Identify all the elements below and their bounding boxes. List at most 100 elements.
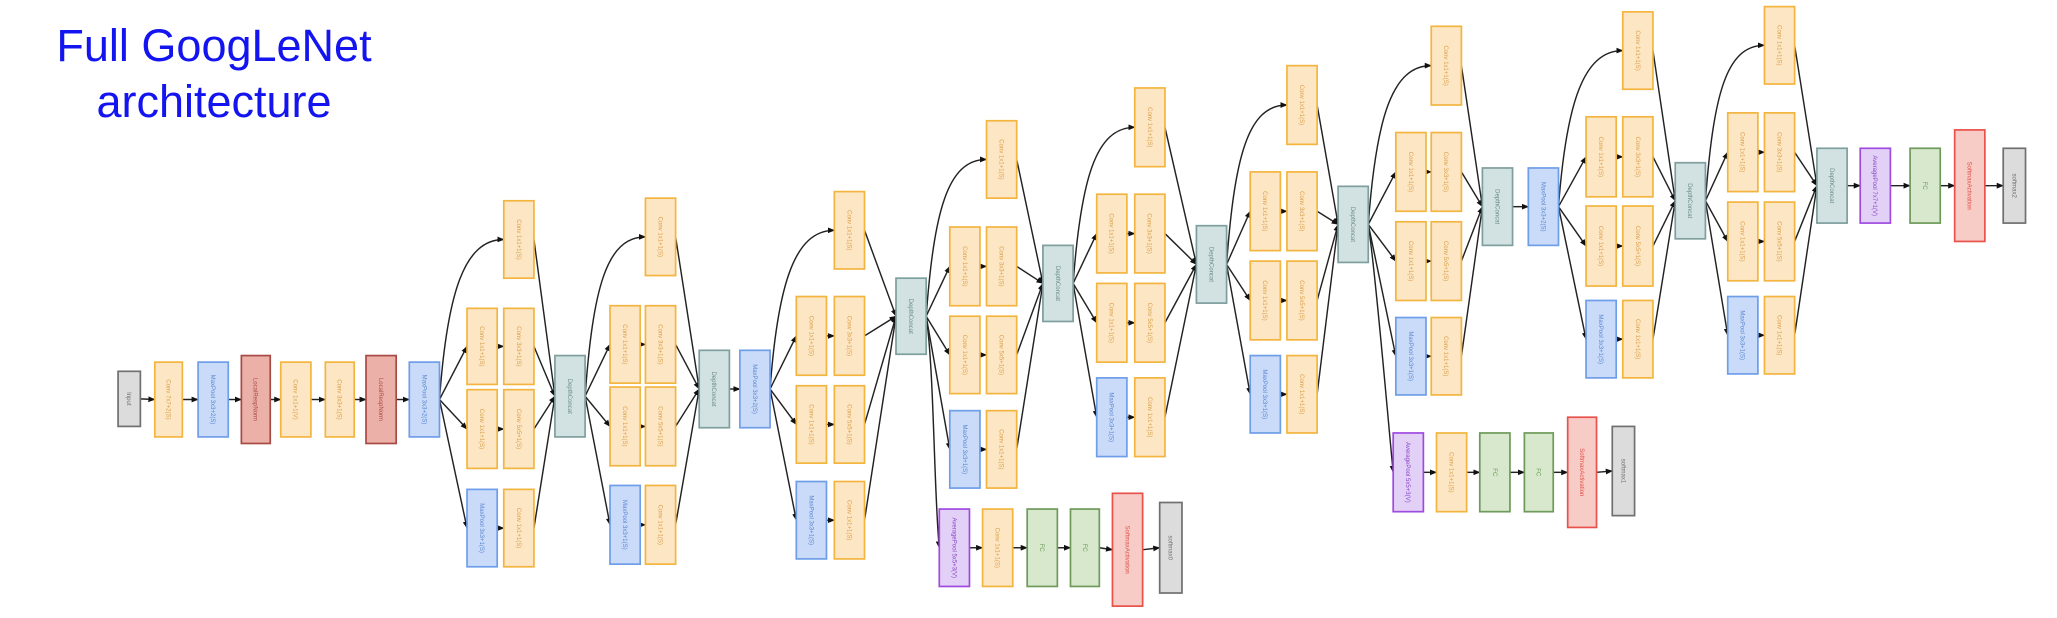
layer-label: MaxPool 3x3+1(S) [807, 495, 813, 545]
edge-arrow [1793, 185, 1818, 242]
layer-label: Conv 1x1+1(S) [961, 246, 967, 286]
layer-label: Conv 1x1+1(S) [1298, 85, 1304, 125]
layer-label: MaxPool 3x3+2(S) [209, 375, 215, 425]
layer-label: DepthConcat [1349, 207, 1355, 242]
fc-box [1026, 508, 1059, 588]
edge-arrow [1015, 282, 1045, 450]
pool-box [408, 361, 441, 438]
inception-conv-5x5: Conv 5x5+1(S) [1763, 201, 1796, 282]
layer-label: FC [1081, 544, 1087, 553]
aux-classifier-2-layer: AveragePool 5x5+3(V) [1392, 432, 1425, 513]
inception-conv-5x5: Conv 5x5+1(S) [1133, 282, 1166, 363]
layer-label: Conv 1x1+1(S) [478, 326, 484, 366]
conv-box [644, 386, 677, 467]
layer-label: MaxPool 3x3+1(S) [478, 503, 484, 553]
conv-box [1133, 377, 1166, 458]
layer-label: FC [1535, 468, 1541, 477]
avgpool-box [1859, 147, 1892, 224]
conv-box [1249, 260, 1282, 341]
lrn-box [365, 354, 398, 445]
concat-box [1674, 161, 1707, 240]
conv-box [279, 361, 312, 438]
inception-conv-3x3: Conv 3x3+1(S) [1286, 171, 1318, 252]
final-classifier-layer: SoftmaxActivation [1953, 129, 1986, 243]
inception-pool-proj: Conv 1x1+1(S) [1621, 299, 1654, 379]
inception-pool-proj: Conv 1x1+1(S) [644, 484, 677, 566]
layer-label: Input [125, 392, 131, 406]
edge-arrow [584, 233, 647, 397]
layer-label: Conv 3x3+1(S) [1146, 213, 1152, 253]
layer-label: Conv 1x1+1(S) [1146, 397, 1152, 437]
layer-label: Conv 1x1+1(S) [1298, 374, 1304, 414]
conv-box [466, 307, 499, 386]
avgpool-box [938, 508, 971, 588]
conv-box [985, 119, 1018, 200]
layer-label: Conv 5x5+1(S) [1442, 241, 1448, 281]
depth-concat: DepthConcat [1337, 185, 1370, 264]
conv-box [1095, 282, 1128, 363]
edge-arrow [1367, 223, 1397, 262]
layer-label: Conv 1x1+1(S) [807, 404, 813, 444]
edge-arrow [438, 399, 468, 430]
fc-box [1478, 432, 1511, 513]
edge-arrow [1072, 232, 1098, 284]
edge-arrow [438, 345, 468, 400]
conv-box [985, 226, 1018, 307]
edge-arrow [1557, 156, 1587, 208]
conv-box [1585, 205, 1618, 287]
inception-pool: MaxPool 3x3+1(S) [795, 480, 828, 560]
aux-classifier-1-layer: AveragePool 5x5+3(V) [938, 508, 971, 588]
layer-label: Conv 1x1+1(S) [1597, 137, 1603, 177]
edge-arrow [1164, 233, 1197, 265]
layer-label: DepthConcat [907, 299, 913, 334]
inception-reduce-5x5: Conv 1x1+1(S) [948, 315, 981, 395]
inception-pool: MaxPool 3x3+1(S) [1249, 354, 1282, 434]
edge-arrow [1460, 205, 1485, 357]
inception-reduce-3x3: Conv 1x1+1(S) [1585, 115, 1618, 198]
stem-layer: LocalRespNorm [365, 354, 398, 445]
layer-label: Conv 1x1+1(S) [478, 409, 484, 449]
layer-label: DepthConcat [1686, 183, 1692, 218]
inception-conv-5x5: Conv 5x5+1(S) [1621, 205, 1654, 287]
edge-arrow [1316, 223, 1341, 395]
layer-label: Conv 3x3+1(S) [1634, 137, 1640, 177]
stem-layer: Conv 1x1+1(V) [279, 361, 312, 438]
inception-reduce-5x5: Conv 1x1+1(S) [1394, 220, 1427, 302]
final-classifier-layer: softmax2 [2002, 147, 2027, 224]
edge-arrow [533, 395, 557, 529]
layer-label: DepthConcat [1828, 168, 1834, 203]
inception-conv-5x5: Conv 5x5+1(S) [833, 384, 866, 464]
stem-layer: MaxPool 3x3+2(S) [408, 361, 441, 438]
aux-classifier-1-layer: FC [1026, 508, 1059, 588]
edge-arrow [674, 344, 700, 390]
pool-box [1394, 316, 1427, 396]
inception-pool-proj: Conv 1x1+1(S) [1763, 295, 1796, 375]
edge-arrow [1225, 210, 1251, 265]
concat-box [1195, 224, 1228, 304]
aux-classifier-2-layer: softmax1 [1611, 425, 1636, 517]
conv-box [985, 315, 1018, 395]
aux-classifier-2-layer: SoftmaxActivation [1566, 416, 1598, 529]
inception-pool-proj: Conv 1x1+1(S) [502, 488, 535, 568]
edge-arrow [1652, 50, 1678, 202]
conv-box [502, 307, 535, 386]
layer-label: Conv 5x5+1(S) [998, 335, 1004, 375]
inception-conv-5x5: Conv 5x5+1(S) [985, 315, 1018, 395]
edge-arrow [438, 236, 505, 400]
edge-arrow [674, 388, 701, 525]
edge-arrow [1557, 206, 1587, 247]
edge-arrow [1557, 206, 1588, 340]
conv-box [833, 295, 866, 377]
edge-arrow [1367, 171, 1397, 225]
edge-arrow [1367, 224, 1398, 357]
layer-label: Conv 1x1+1(S) [515, 508, 521, 548]
inception-pool: MaxPool 3x3+1(S) [948, 409, 981, 489]
layer-label: Conv 3x3+1(S) [656, 324, 662, 364]
io-box [1611, 425, 1636, 517]
conv-box [981, 508, 1014, 588]
conv-box [1621, 205, 1654, 287]
inception-conv-1x1: Conv 1x1+1(S) [985, 119, 1018, 200]
depth-concat: DepthConcat [895, 277, 928, 356]
stem-layer: LocalRespNorm [240, 354, 272, 445]
edge-arrow [140, 396, 156, 403]
